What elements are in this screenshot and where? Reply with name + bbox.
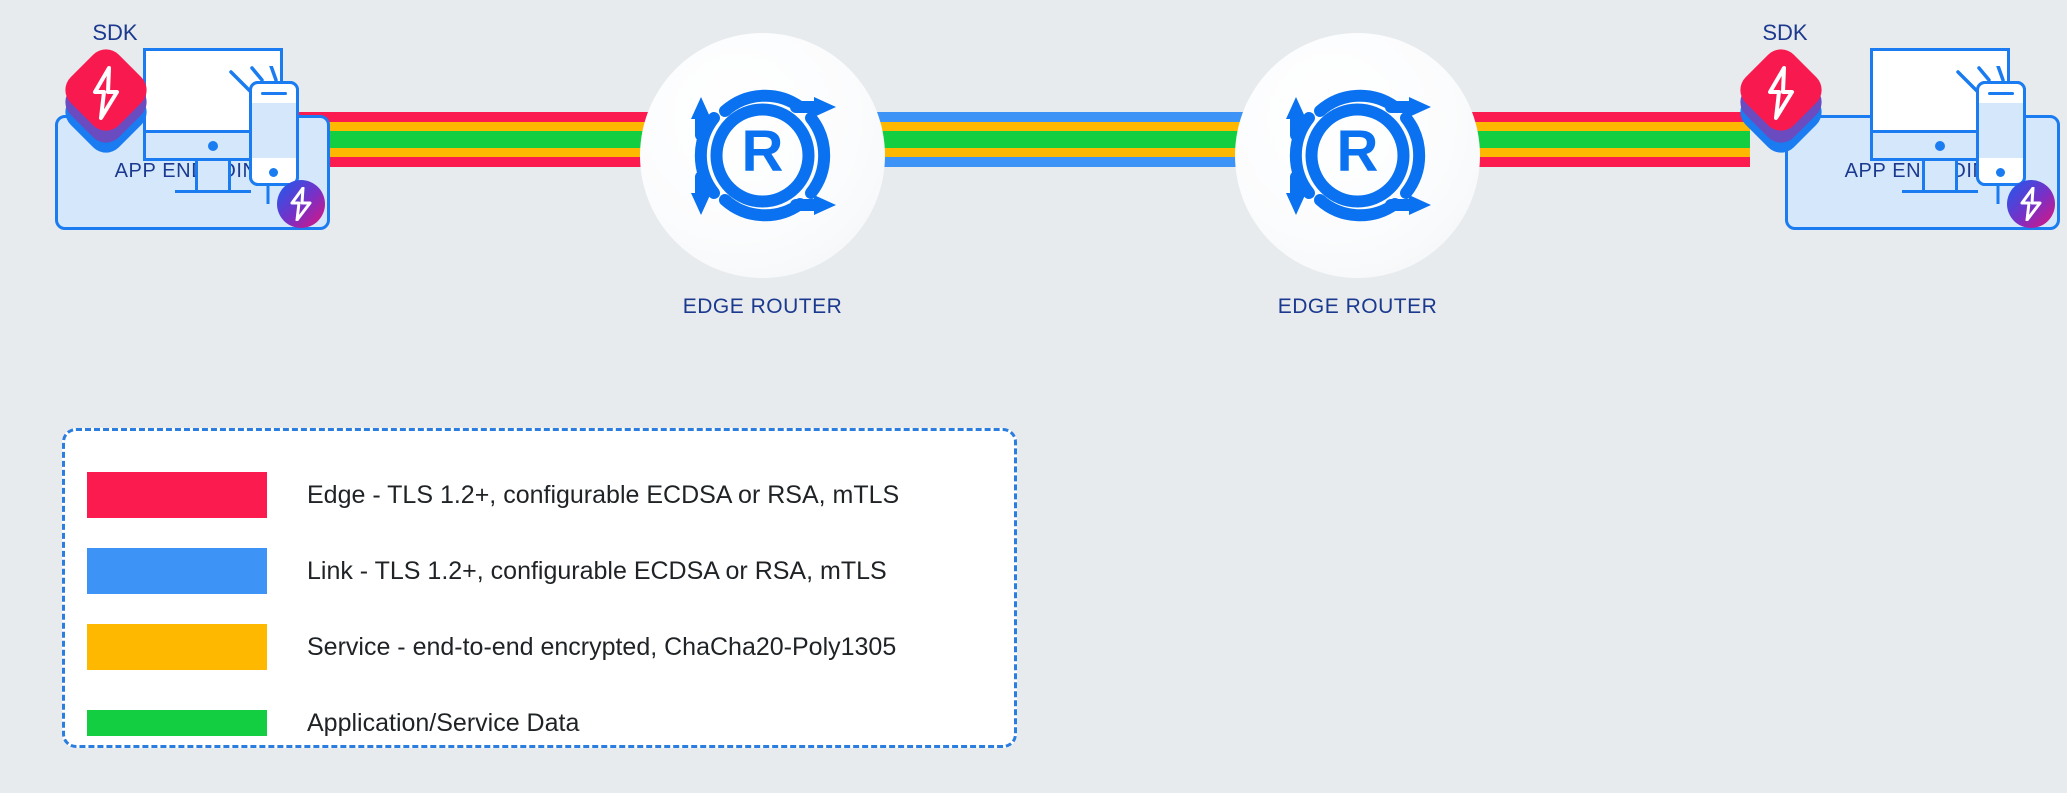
svg-text:R: R <box>1337 119 1379 184</box>
phone-home-icon <box>269 168 278 177</box>
edge-router-left: R EDGE ROUTER <box>640 33 885 318</box>
monitor-neck-icon <box>1922 161 1958 191</box>
legend-label-service: Service - end-to-end encrypted, ChaCha20… <box>307 632 897 661</box>
legend-swatch-service <box>87 624 267 670</box>
sdk-bolt-icon <box>1768 66 1794 120</box>
monitor-dot-icon <box>208 141 218 151</box>
cable-band-link <box>660 112 1360 122</box>
lightning-badge-icon <box>2007 180 2055 228</box>
svg-text:R: R <box>742 119 784 184</box>
cable-band-data <box>260 131 740 148</box>
sdk-label: SDK <box>92 20 138 45</box>
edge-router-right: R EDGE ROUTER <box>1235 33 1480 318</box>
router-circle-backdrop <box>1235 33 1480 278</box>
cable-band-service <box>1280 148 1750 157</box>
router-icon: R <box>691 89 836 222</box>
app-endpoint-left: APP ENDPOINT SDK <box>55 20 385 270</box>
monitor-neck-icon <box>195 161 231 191</box>
legend-swatch-link <box>87 548 267 594</box>
cable-band-service <box>660 122 1360 131</box>
cable-band-service <box>260 122 740 131</box>
phone-speaker-icon <box>1988 92 2014 95</box>
legend-rows: Edge - TLS 1.2+, configurable ECDSA or R… <box>87 457 992 761</box>
cable-band-edge <box>260 157 740 167</box>
cable-band-service <box>260 148 740 157</box>
edge-router-label: EDGE ROUTER <box>1277 295 1438 318</box>
legend-item-data: Application/Service Data <box>87 685 992 761</box>
legend-swatch-edge <box>87 472 267 518</box>
sdk-bolt-icon <box>93 66 119 120</box>
monitor-dot-icon <box>1935 141 1945 151</box>
cable-band-edge <box>1280 112 1750 122</box>
cable-band-service <box>1280 122 1750 131</box>
router-icon: R <box>1286 89 1431 222</box>
legend-panel: Edge - TLS 1.2+, configurable ECDSA or R… <box>62 428 1017 748</box>
legend-item-edge: Edge - TLS 1.2+, configurable ECDSA or R… <box>87 457 992 533</box>
legend-label-link: Link - TLS 1.2+, configurable ECDSA or R… <box>307 556 887 585</box>
cable-band-link <box>660 157 1360 167</box>
phone-home-icon <box>1996 168 2005 177</box>
device-group <box>143 48 333 208</box>
sdk-stack-icon <box>55 41 165 161</box>
cable-band-edge <box>1280 157 1750 167</box>
legend-label-data: Application/Service Data <box>307 708 580 737</box>
legend-item-link: Link - TLS 1.2+, configurable ECDSA or R… <box>87 533 992 609</box>
cable-band-edge <box>260 112 740 122</box>
edge-router-label: EDGE ROUTER <box>682 295 843 318</box>
app-endpoint-right: APP ENDPOINT SDK <box>1730 20 2060 270</box>
cable-band-service <box>660 148 1360 157</box>
lightning-badge-icon <box>277 180 325 228</box>
cable-endpoint-to-router-left <box>260 112 740 167</box>
phone-speaker-icon <box>261 92 287 95</box>
monitor-foot-icon <box>1902 190 1978 193</box>
router-circle-backdrop <box>640 33 885 278</box>
sdk-label: SDK <box>1762 20 1808 45</box>
sdk-stack-icon <box>1730 41 1840 161</box>
legend-swatch-data <box>87 710 267 736</box>
legend-item-service: Service - end-to-end encrypted, ChaCha20… <box>87 609 992 685</box>
monitor-foot-icon <box>175 190 251 193</box>
device-group <box>1870 48 2060 208</box>
legend-label-edge: Edge - TLS 1.2+, configurable ECDSA or R… <box>307 480 900 509</box>
